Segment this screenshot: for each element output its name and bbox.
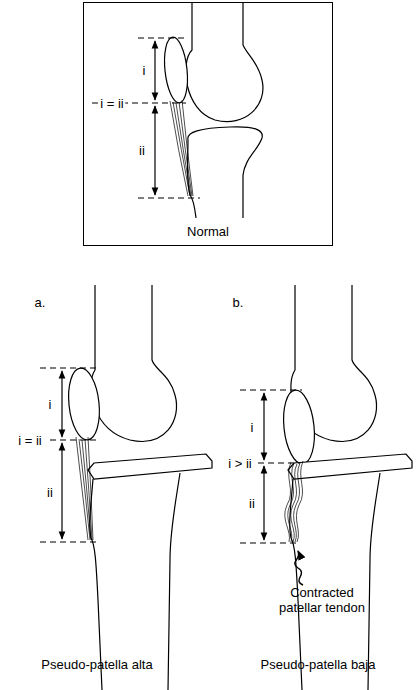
figure-label: ii — [139, 143, 145, 158]
dashed-line — [240, 542, 300, 543]
dimension-arrow — [154, 41, 155, 100]
patella-outline — [162, 36, 191, 104]
figure-label: Pseudo-patella alta — [41, 657, 152, 672]
figure-label: ii — [249, 496, 255, 511]
figure-label: Pseudo-patella baja — [261, 657, 376, 672]
dimension-arrow — [61, 371, 62, 437]
tendon-fiber — [82, 440, 91, 540]
figure-label: a. — [35, 295, 46, 310]
figure-label: b. — [233, 295, 244, 310]
femur-outline — [186, 3, 263, 122]
figure-label: i = ii — [98, 96, 125, 111]
figure-label: i — [49, 397, 52, 412]
reference-lines — [40, 368, 100, 542]
tibia-outline — [168, 473, 180, 690]
tendon-fiber — [294, 463, 300, 542]
reference-lines — [92, 38, 200, 198]
dashed-line — [50, 439, 100, 440]
tibia-outline — [188, 127, 262, 218]
dashed-line — [258, 462, 300, 463]
dimension-arrow — [154, 106, 155, 195]
dashed-line — [240, 389, 302, 390]
femur-outline — [91, 285, 177, 441]
dashed-line — [138, 37, 186, 38]
panel-title: Normal — [84, 224, 332, 239]
tendon-fiber — [285, 462, 291, 542]
dashed-line — [40, 541, 100, 542]
pointer-arrow — [295, 551, 303, 585]
tendon-fiber — [79, 439, 90, 540]
tibial-plateau — [88, 454, 212, 479]
figure-label: i — [143, 63, 146, 78]
tendon-fiber — [288, 463, 294, 542]
tendon-fiber — [296, 461, 303, 542]
dimension-arrow — [61, 443, 62, 539]
figure-label: i — [251, 420, 254, 435]
dimension-arrow — [263, 393, 264, 460]
patellar-tendon — [76, 437, 93, 540]
tendon-fiber — [179, 102, 192, 196]
figure-label: ii — [47, 485, 53, 500]
tendon-fiber — [88, 437, 93, 540]
figure-label: i = ii — [16, 433, 43, 448]
contracted-tendon — [285, 461, 303, 542]
panel-box: Normal — [83, 2, 333, 246]
figure-label: i > ii — [226, 456, 253, 471]
tibia-outline — [188, 140, 197, 218]
tendon-fiber — [182, 100, 193, 196]
patella-outline — [65, 367, 102, 442]
dimension-arrow — [263, 466, 264, 540]
figure-label: Contracted patellar tendon — [272, 585, 372, 615]
dashed-line — [138, 197, 200, 198]
tibial-plateau — [288, 454, 412, 479]
patella-outline — [280, 389, 318, 466]
dashed-line — [40, 367, 100, 368]
patellar-tendon — [170, 100, 193, 196]
